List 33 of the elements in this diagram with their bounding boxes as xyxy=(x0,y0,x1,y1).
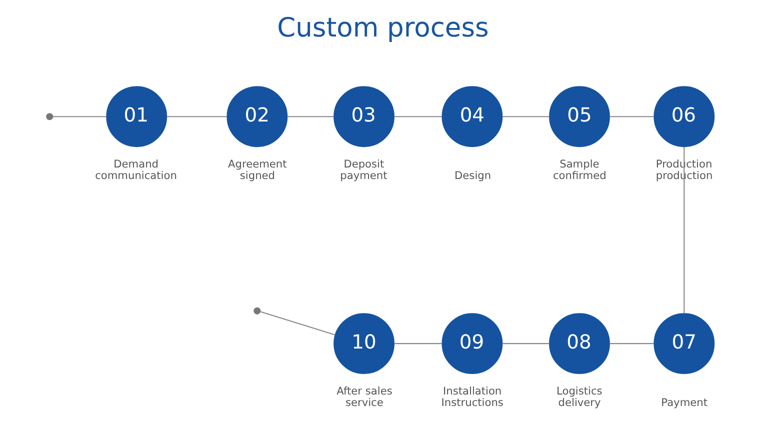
connector xyxy=(502,343,549,344)
node-label: Design xyxy=(454,170,491,182)
node-label: After sales service xyxy=(336,385,392,409)
connector xyxy=(166,116,226,118)
connector xyxy=(52,116,106,118)
node-circle: 06 xyxy=(653,86,714,148)
node-circle xyxy=(253,307,260,314)
connector xyxy=(609,116,654,118)
connector xyxy=(502,116,549,118)
connector xyxy=(394,116,442,118)
connector xyxy=(260,311,335,336)
connector xyxy=(286,116,334,118)
connector xyxy=(394,343,442,344)
node-circle: 01 xyxy=(106,86,167,148)
node-circle: 08 xyxy=(548,313,610,374)
node-label: Agreement signed xyxy=(228,158,286,182)
diagram-title: Custom process xyxy=(276,12,488,44)
node-label: Deposit payment xyxy=(340,158,387,182)
node-circle: 07 xyxy=(653,313,714,374)
node-label: Payment xyxy=(660,396,707,409)
node-label: Demand communication xyxy=(94,158,176,182)
node-label: Installation Instructions xyxy=(440,385,503,409)
node-circle xyxy=(46,113,53,120)
node-circle: 05 xyxy=(548,86,610,148)
node-circle: 02 xyxy=(226,86,288,148)
node-circle: 03 xyxy=(333,86,394,148)
node-label: Logistics delivery xyxy=(556,385,602,409)
node-circle: 10 xyxy=(333,313,394,374)
node-circle: 04 xyxy=(441,86,502,148)
connector xyxy=(609,343,654,344)
node-label: Sample confirmed xyxy=(552,158,606,182)
node-circle: 09 xyxy=(441,313,502,374)
connector xyxy=(683,147,684,314)
